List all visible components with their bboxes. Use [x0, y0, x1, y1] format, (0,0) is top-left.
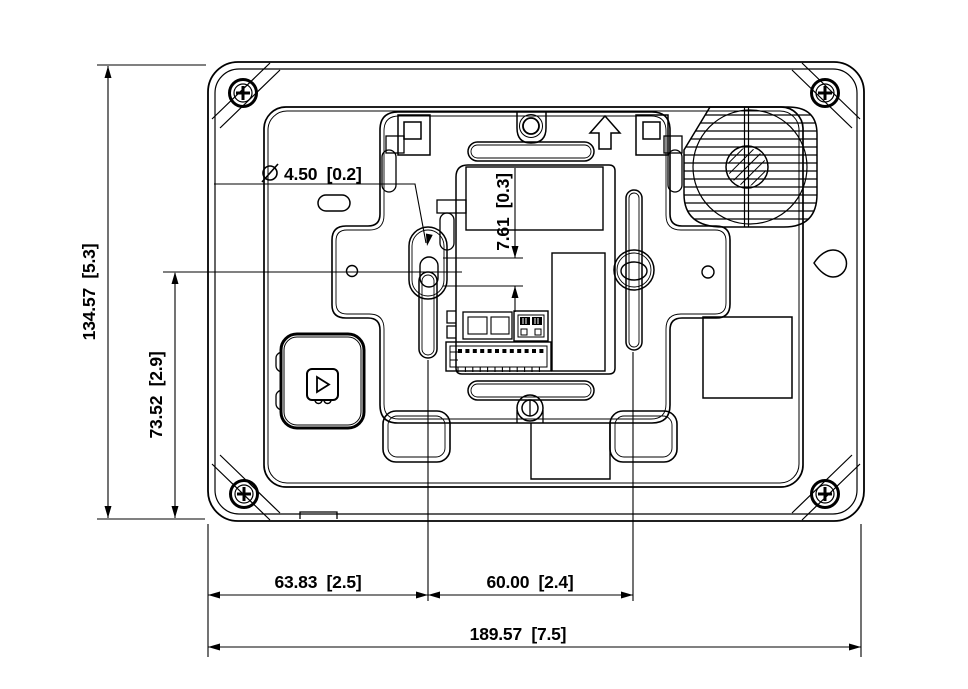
dim-left-hole: 63.83 [2.5] [208, 572, 428, 599]
left-hook-tab [381, 135, 405, 193]
dim-hole-offset: 7.61 [0.3] [443, 168, 523, 312]
device-rear-view [207, 61, 865, 522]
bracket-top-left [397, 114, 431, 156]
bottom-edge-notch [299, 511, 338, 519]
keyhole-right-hole [620, 261, 648, 281]
speaker-cone [725, 145, 769, 189]
dim-hole-spacing: 60.00 [2.4] [428, 572, 633, 599]
pcb-area-top [465, 166, 604, 231]
bracket-top-right [635, 114, 669, 156]
corner-screw-bottom-right [810, 479, 840, 509]
chamfer-top-left [211, 62, 281, 129]
mounting-plate [331, 111, 731, 424]
dim-overall-height: 134.57 [5.3] [79, 64, 206, 520]
wire-clip-tabs [446, 310, 456, 339]
top-screw-boss [516, 112, 547, 144]
chamfer-bottom-right [791, 454, 861, 521]
hanging-hole [813, 249, 848, 278]
dim-hole-diameter: 4.50 [0.2] [214, 163, 433, 246]
dimension-annotations: 134.57 [5.3] 73.52 [2.9] 4.50 [0.2] 7.61… [79, 64, 862, 657]
right-wing-hole [701, 265, 715, 279]
dim-overall-height-label: 134.57 [5.3] [79, 244, 99, 341]
pin-header-connector [445, 341, 552, 372]
speaker-grille [683, 106, 818, 228]
extension-lines [207, 352, 862, 657]
bottom-screw-boss [516, 394, 544, 423]
diameter-symbol [262, 165, 278, 181]
dim-hole-offset-label: 7.61 [0.3] [493, 173, 513, 251]
center-recess [436, 164, 616, 375]
outer-case [207, 61, 865, 522]
bottom-slot [467, 380, 595, 401]
dim-hole-diameter-label: 4.50 [0.2] [284, 164, 362, 184]
wire-connector [462, 311, 513, 340]
up-arrow-icon [588, 114, 622, 150]
dim-mount-height: 73.52 [2.9] [146, 271, 462, 518]
sd-cover-latch [275, 351, 282, 411]
right-hook-tab [663, 135, 683, 193]
left-wing-hole [345, 264, 359, 278]
pcb-area-right [551, 252, 606, 372]
cable-channel [530, 423, 611, 480]
dim-mount-height-label: 73.52 [2.9] [146, 351, 166, 438]
mounting-keyhole-right [613, 189, 655, 351]
play-triangle-icon [316, 375, 331, 394]
corner-screw-top-right [810, 78, 840, 108]
dim-hole-spacing-label: 60.00 [2.4] [486, 572, 573, 592]
plate-brackets [381, 114, 683, 193]
microsd-icon [306, 368, 339, 405]
right-lower-recess [702, 316, 793, 399]
chamfer-bottom-left [211, 454, 281, 521]
sd-card-cover [275, 332, 366, 430]
side-oval-hole [317, 194, 351, 212]
dim-left-hole-label: 63.83 [2.5] [274, 572, 361, 592]
chamfer-top-right [791, 62, 861, 129]
dim-overall-width: 189.57 [7.5] [208, 624, 861, 651]
corner-screw-bottom-left [229, 479, 259, 509]
corner-screws [228, 78, 840, 509]
corner-screw-top-left [228, 78, 258, 108]
power-connector [513, 310, 549, 342]
inner-panel [263, 106, 804, 488]
dim-overall-width-label: 189.57 [7.5] [470, 624, 567, 644]
t-tab [436, 199, 467, 251]
top-slot [467, 141, 595, 162]
